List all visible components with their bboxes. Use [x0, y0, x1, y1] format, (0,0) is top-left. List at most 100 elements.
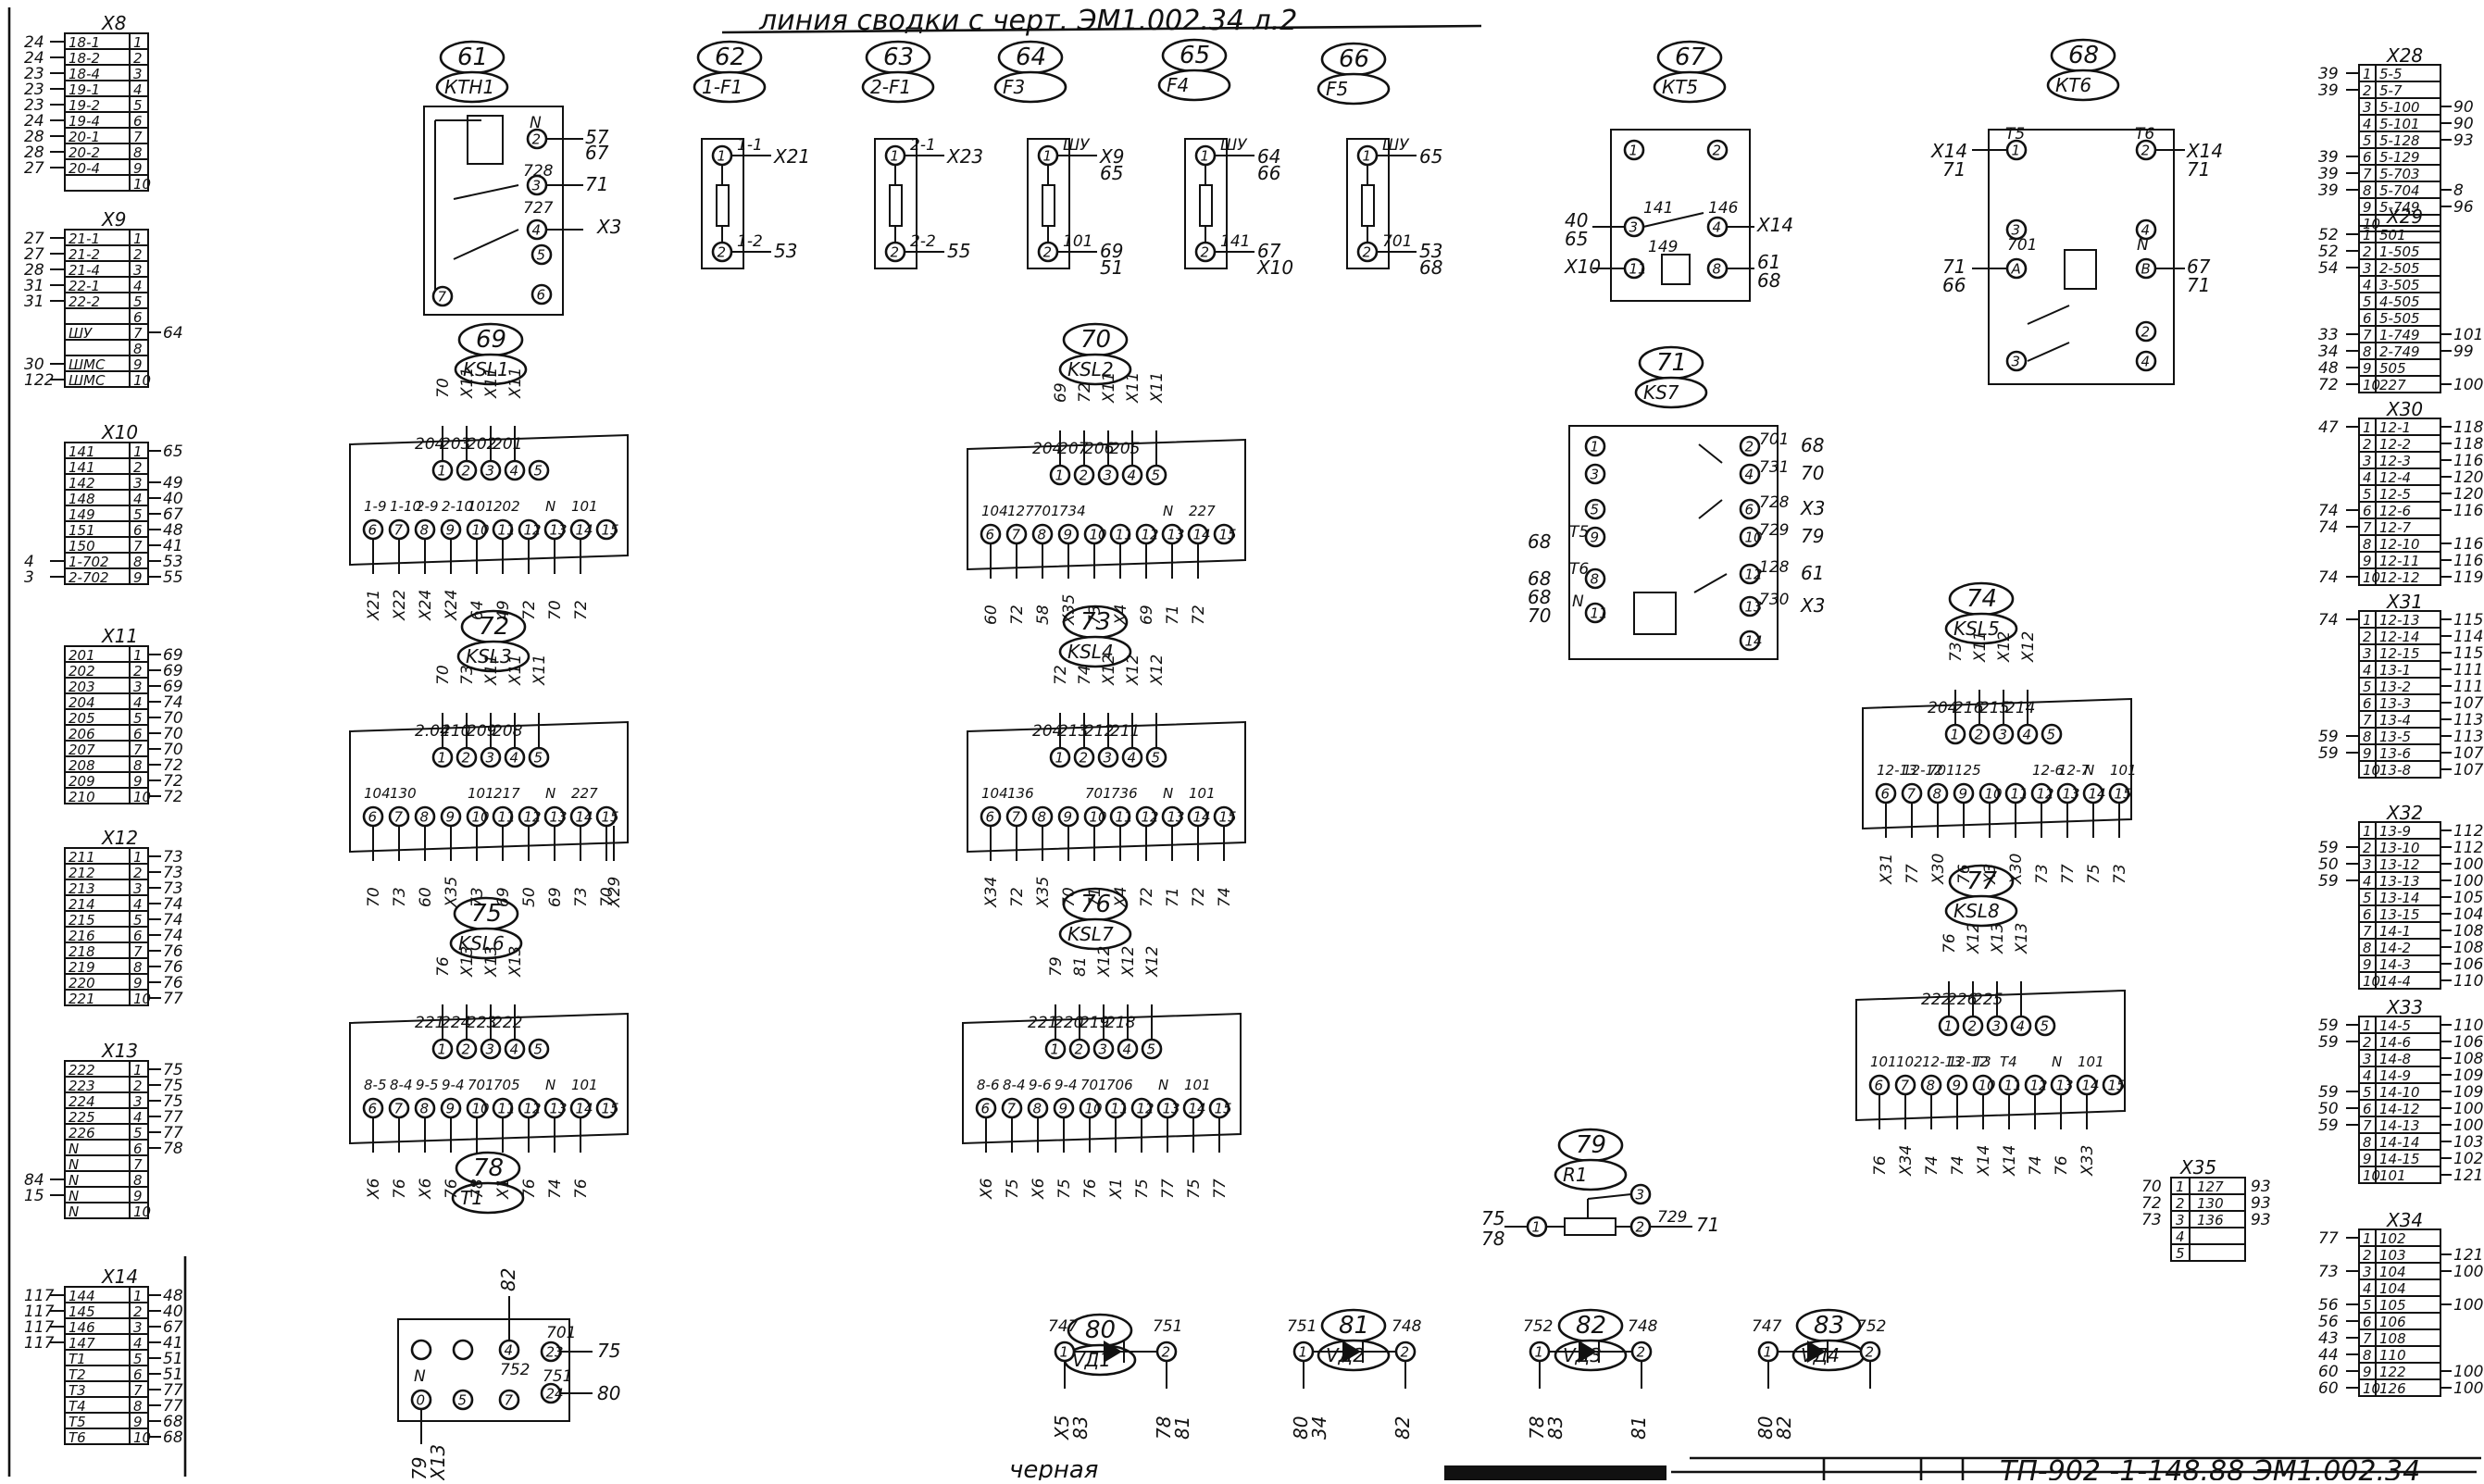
terminal-label: 501 — [2379, 227, 2406, 243]
outgoing-wire: 110 — [2453, 972, 2483, 991]
pin-number: 5 — [534, 463, 543, 480]
ksl-top-wire: X12 — [1148, 655, 1167, 686]
pin: 1 — [1054, 1341, 1076, 1363]
pin-number: 8 — [420, 522, 430, 539]
block-name: X34 — [2386, 1209, 2423, 1231]
terminal-label: N — [69, 1172, 79, 1189]
ksl-bottom-label: T3 — [1974, 1054, 1991, 1070]
incoming-wire: 117 — [24, 1334, 55, 1353]
element-number: 67 — [1675, 44, 1706, 71]
pin-number: A — [2011, 261, 2021, 278]
relay-pin: 728 — [1759, 493, 1790, 512]
pin-number: 4 — [1128, 750, 1137, 767]
t1-pin: 751 — [543, 1367, 572, 1386]
relay-pin: 731 — [1759, 458, 1789, 477]
terminal-number: 7 — [133, 1382, 143, 1399]
terminal-label: 136 — [2197, 1212, 2224, 1228]
pin-number: 9 — [1059, 1101, 1068, 1117]
terminal-label: N — [69, 1141, 79, 1157]
pin: 2 — [1706, 139, 1729, 161]
ksl-bottom-label: N — [1163, 503, 1173, 519]
ksl-bottom-label: 227 — [571, 785, 598, 802]
pin-circle — [1706, 139, 1729, 161]
element-number: 81 — [1339, 1312, 1369, 1340]
pin: 14 — [569, 518, 593, 541]
pin: 13 — [1156, 1097, 1180, 1119]
terminal-label: 144 — [69, 1288, 95, 1304]
pin-number: 5 — [1152, 750, 1161, 767]
relay-dest: X14 — [2186, 140, 2223, 162]
pin: 1 — [1049, 464, 1071, 486]
pin-number: 8 — [420, 809, 430, 826]
outgoing-wire: 120 — [2453, 468, 2483, 487]
pin-number: 5 — [1147, 1041, 1156, 1058]
ksl-bottom-wire: X6 — [1030, 1178, 1048, 1200]
pin-number: 6 — [368, 522, 378, 539]
ksl-top-wire: X13 — [2013, 923, 2031, 954]
terminal-number: 4 — [133, 81, 143, 98]
pin: 9 — [1057, 805, 1080, 828]
ksl-top-wire: 76 — [1941, 933, 1959, 954]
pin: 14 — [2076, 1074, 2100, 1096]
tag-ellipse — [693, 70, 767, 104]
terminal-label: 14-12 — [2379, 1101, 2420, 1117]
terminal-number: 5 — [2363, 132, 2372, 149]
terminal-number: 7 — [133, 129, 143, 145]
outgoing-wire: 93 — [2251, 1211, 2271, 1229]
pin-number: 2 — [2141, 324, 2151, 341]
element-ref: KSL1 — [463, 358, 509, 380]
terminal-number: 9 — [2363, 553, 2372, 569]
ksl-bottom-wire: 76 — [1081, 1178, 1100, 1199]
relay-dest: 61 — [1757, 251, 1780, 273]
terminal-label: 20-1 — [69, 129, 100, 145]
terminal-label: 13-15 — [2379, 906, 2420, 923]
ksl-top-wire: 70 — [434, 378, 453, 398]
ksl-bottom-label: N — [1158, 1077, 1168, 1093]
ksl-top-wire: 70 — [434, 665, 453, 685]
ksl-top-wire: X12 — [1965, 923, 1983, 954]
pin: 11 — [1109, 523, 1133, 545]
pin: 1 — [1757, 1341, 1779, 1363]
terminal-label: 212 — [69, 865, 95, 881]
ksl-bottom-wire: 74 — [1923, 1155, 1941, 1176]
terminal-number: 5 — [2363, 679, 2372, 695]
ksl-bottom-label: 8-6 — [977, 1077, 1000, 1093]
pin-number: 14 — [576, 1101, 593, 1117]
outgoing-wire: 101 — [2453, 326, 2483, 344]
terminal-number: 6 — [133, 113, 143, 130]
pin-circle — [2034, 1015, 2056, 1037]
ksl-bottom-wire: X24 — [443, 590, 461, 621]
pin: 10 — [1083, 805, 1107, 828]
ksl-bottom-wire: 76 — [2053, 1155, 2071, 1176]
terminal-number: 7 — [2363, 519, 2372, 536]
ksl-bottom-wire: 76 — [572, 1178, 591, 1199]
fuse-dest: 66 — [1257, 162, 1280, 184]
pin: 13 — [543, 1097, 568, 1119]
pin: 0 — [410, 1389, 432, 1411]
pin: 2 — [1630, 1341, 1653, 1363]
pin: 1 — [1194, 144, 1217, 167]
pin-number: 4 — [505, 1342, 514, 1359]
relay-dest: 70 — [1528, 605, 1551, 627]
pin-number: 15 — [602, 809, 619, 826]
terminal-label: 13-9 — [2379, 823, 2411, 840]
outgoing-wire: 116 — [2453, 502, 2484, 520]
terminal-label: 142 — [69, 475, 95, 492]
pin-number: 3 — [532, 178, 542, 194]
outgoing-wire: 116 — [2453, 552, 2484, 570]
terminal-label: 5-101 — [2379, 116, 2420, 132]
pin: 6 — [1868, 1074, 1891, 1096]
terminal-number: 10 — [133, 789, 151, 805]
diode-pin: 751 — [1287, 1317, 1317, 1336]
pin-number: 1 — [1951, 727, 1960, 743]
pin: 6 — [362, 805, 384, 828]
tag-ellipse — [993, 70, 1067, 104]
pin-number: 2 — [1975, 727, 1984, 743]
terminal-number: 3 — [2363, 260, 2372, 277]
relay-dest: 68 — [1757, 269, 1780, 292]
